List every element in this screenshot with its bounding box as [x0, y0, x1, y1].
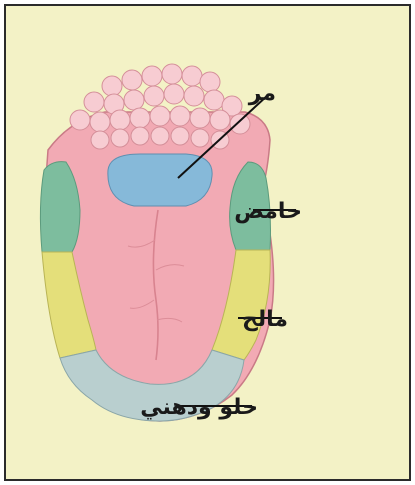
label-sweet: حلو ودهني	[140, 395, 258, 420]
label-sour: حامض	[234, 199, 302, 224]
label-bitter: مر	[248, 81, 276, 106]
label-salty: مالح	[242, 307, 288, 332]
